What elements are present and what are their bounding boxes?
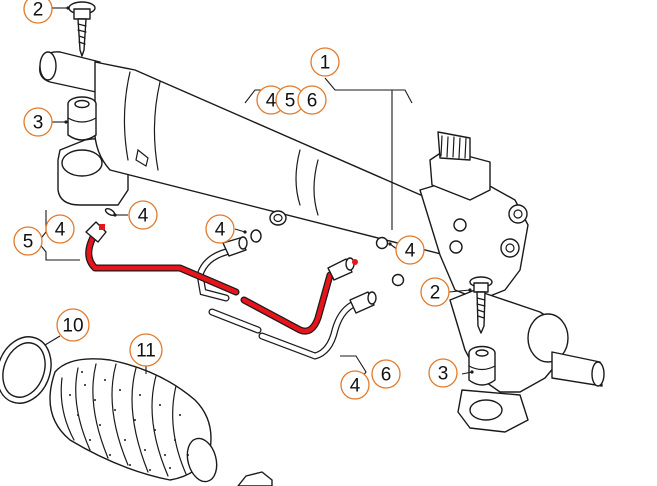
callout-ring — [45, 214, 75, 244]
callout-label: 4 — [215, 220, 226, 241]
rubber-bushing-left — [67, 96, 97, 141]
callout-ring — [23, 107, 53, 137]
callout-label: 3 — [438, 364, 449, 385]
callout-label: 5 — [285, 91, 296, 112]
callout-6-group: 6 — [297, 85, 327, 115]
callout-label: 1 — [320, 53, 331, 74]
tie-rod-end-partial — [237, 471, 273, 486]
callout-ring — [297, 85, 327, 115]
hydraulic-pipe-lower — [258, 301, 356, 360]
callout-2-top: 2 — [23, 0, 53, 24]
callout-1: 1 — [310, 47, 340, 77]
rubber-bushing-right — [468, 345, 496, 386]
callout-11: 11 — [129, 333, 163, 367]
mounting-bolt-top — [68, 1, 96, 57]
callout-4-pipe-end: 4 — [128, 200, 158, 230]
callout-label: 4 — [55, 220, 66, 241]
callout-ring — [428, 358, 458, 388]
callout-6-bottom: 6 — [371, 359, 401, 389]
callout-label: 2 — [33, 0, 44, 21]
callout-ring — [395, 235, 425, 265]
callout-3-right: 3 — [428, 358, 458, 388]
pinion-splines — [440, 135, 467, 159]
callout-2-right: 2 — [420, 277, 450, 307]
callout-label: 4 — [405, 241, 416, 262]
callout-label: 11 — [136, 341, 156, 362]
pipe-fitting-lower-right — [349, 291, 377, 314]
o-ring-washers — [104, 207, 262, 243]
callout-ring — [129, 333, 163, 367]
callout-5-left: 5 — [13, 226, 43, 256]
clamp-ring — [0, 336, 52, 404]
callout-label: 10 — [62, 316, 83, 337]
callout-4-right: 4 — [395, 235, 425, 265]
callout-ring — [371, 359, 401, 389]
callout-4-bottom: 4 — [340, 370, 370, 400]
callout-label: 3 — [33, 113, 44, 134]
callout-3-left: 3 — [23, 107, 53, 137]
leader-dots — [64, 6, 474, 374]
pipe-fitting-center — [222, 236, 248, 257]
callout-ring — [13, 226, 43, 256]
callout-ring — [420, 277, 450, 307]
callout-label: 4 — [266, 91, 277, 112]
mounting-bolt-right — [469, 276, 493, 334]
callout-4-left: 4 — [45, 214, 75, 244]
callout-label: 2 — [430, 283, 441, 304]
callout-ring — [56, 308, 90, 342]
callout-4-center: 4 — [205, 214, 235, 244]
callout-ring — [23, 0, 53, 24]
callout-ring — [340, 370, 370, 400]
callout-label: 5 — [23, 232, 34, 253]
callout-ring — [205, 214, 235, 244]
callout-10: 10 — [56, 308, 90, 342]
callout-label: 4 — [350, 376, 361, 397]
highlighted-hydraulic-line — [85, 221, 358, 335]
callout-label: 4 — [138, 206, 149, 227]
steering-rack-housing — [39, 51, 605, 433]
callout-ring — [310, 47, 340, 77]
rack-boot-gaiter — [49, 358, 218, 483]
callout-label: 6 — [381, 365, 392, 386]
callout-ring — [128, 200, 158, 230]
leader-lines — [37, 7, 473, 386]
callout-label: 6 — [307, 91, 318, 112]
